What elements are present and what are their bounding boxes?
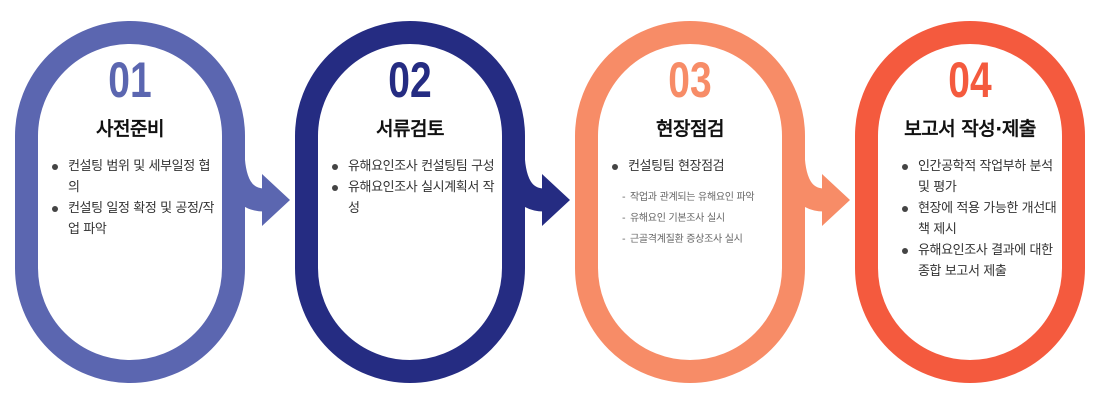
bullet-item: 컨설팅팀 현장점검: [610, 156, 790, 177]
step-2: 02 서류검토 유해요인조사 컨설팅팀 구성 유해요인조사 실시계획서 작성: [292, 0, 528, 400]
bullet-item: 컨설팅 일정 확정 및 공정/작업 파악: [50, 198, 220, 240]
bullet-item: 인간공학적 작업부하 분석 및 평가: [900, 156, 1060, 198]
step-number: 03: [668, 52, 712, 108]
step-title: 사전준비: [96, 118, 164, 140]
bullet-item: 유해요인조사 실시계획서 작성: [330, 177, 502, 219]
step-1: 01 사전준비 컨설팅 범위 및 세부일정 협의 컨설팅 일정 확정 및 공정/…: [12, 0, 248, 400]
step-number: 04: [948, 52, 992, 108]
step-number: 01: [108, 52, 152, 108]
sub-bullet-item: 유해요인 기본조사 실시: [622, 211, 772, 226]
bullet-item: 유해요인조사 결과에 대한 종합 보고서 제출: [900, 240, 1060, 282]
step-bullets: 컨설팅 범위 및 세부일정 협의 컨설팅 일정 확정 및 공정/작업 파악: [50, 156, 220, 240]
step-title: 현장점검: [656, 118, 724, 140]
step-title: 서류검토: [376, 118, 444, 140]
step-number: 02: [388, 52, 432, 108]
bullet-item: 컨설팅 범위 및 세부일정 협의: [50, 156, 220, 198]
step-bullets: 인간공학적 작업부하 분석 및 평가 현장에 적용 가능한 개선대책 제시 유해…: [900, 156, 1060, 282]
step-bullets: 유해요인조사 컨설팅팀 구성 유해요인조사 실시계획서 작성: [330, 156, 502, 219]
step-4: 04 보고서 작성·제출 인간공학적 작업부하 분석 및 평가 현장에 적용 가…: [852, 0, 1088, 400]
step-bullets: 컨설팅팀 현장점검: [610, 156, 790, 177]
step-sub-bullets: 작업과 관계되는 유해요인 파악 유해요인 기본조사 실시 근골격계질환 증상조…: [622, 190, 772, 247]
step-title: 보고서 작성·제출: [904, 118, 1036, 140]
step-2-capsule: [295, 21, 525, 383]
bullet-item: 현장에 적용 가능한 개선대책 제시: [900, 198, 1060, 240]
sub-bullet-item: 작업과 관계되는 유해요인 파악: [622, 190, 772, 205]
bullet-item: 유해요인조사 컨설팅팀 구성: [330, 156, 502, 177]
step-1-capsule: [15, 21, 245, 383]
step-3: 03 현장점검 컨설팅팀 현장점검 작업과 관계되는 유해요인 파악 유해요인 …: [572, 0, 808, 400]
step-4-capsule: [855, 21, 1085, 383]
sub-bullet-item: 근골격계질환 증상조사 실시: [622, 232, 772, 247]
